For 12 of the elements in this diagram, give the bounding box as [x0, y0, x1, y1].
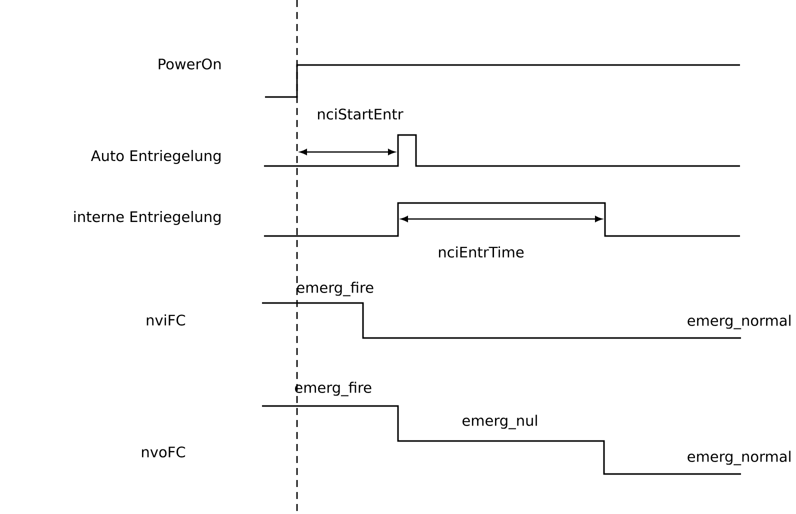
state-label: emerg_fire	[297, 282, 374, 296]
state-label: emerg_fire	[295, 382, 372, 396]
state-label: emerg_normal	[688, 314, 790, 330]
signal-name: Auto Entriegelung	[90, 150, 220, 164]
state-label: emerg_nul	[462, 414, 537, 430]
time-label: nciStartEntr	[318, 108, 404, 120]
signal-name: nviFC	[146, 314, 186, 326]
state-label: emerg_normal	[688, 450, 790, 466]
time-label: nciEntrTime	[438, 246, 524, 258]
signal-name: interne Entriegelung	[74, 210, 220, 225]
signal-name: nvoFC	[142, 446, 186, 458]
signal-name: PowerOn	[158, 58, 221, 70]
